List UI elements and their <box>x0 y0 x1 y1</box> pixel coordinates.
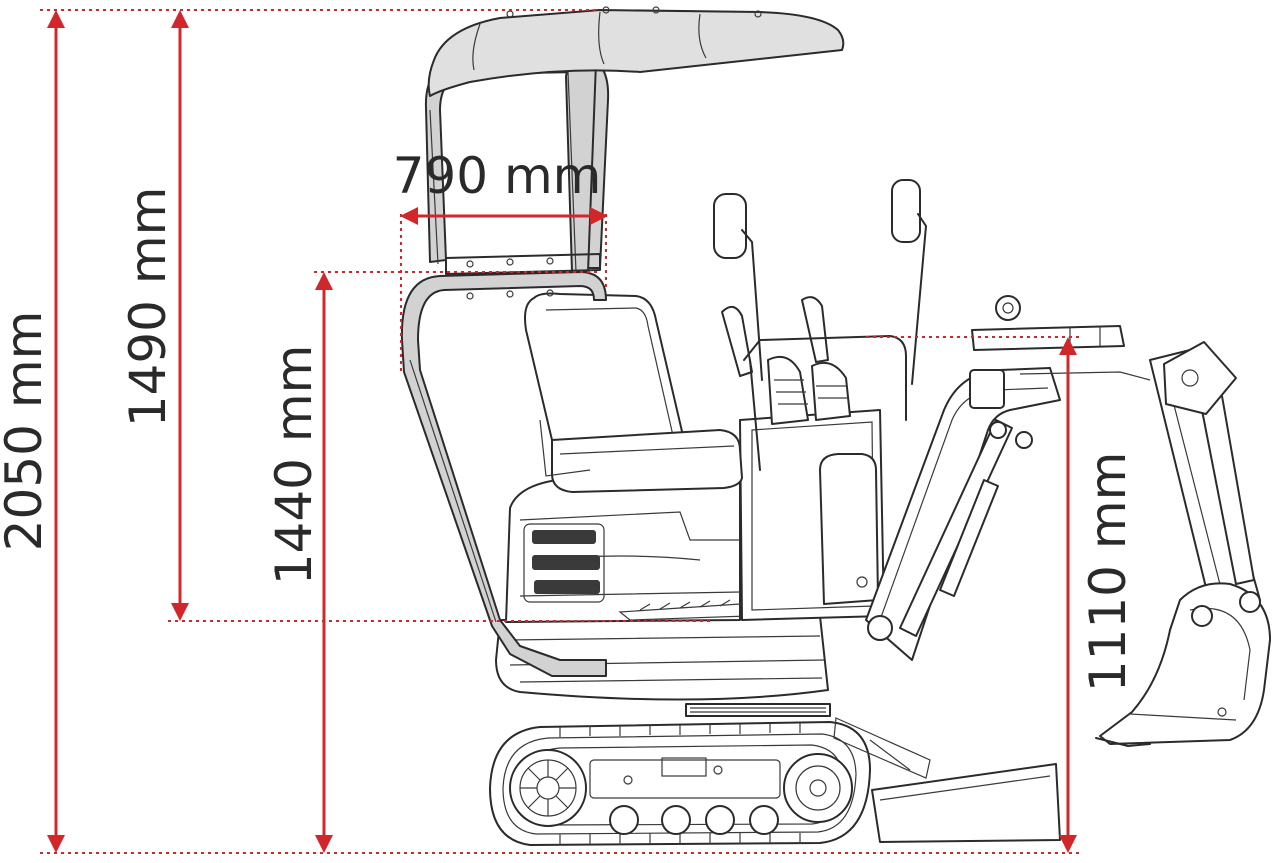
track-undercarriage <box>489 721 871 846</box>
label-overall-height: 2050 mm <box>0 311 53 552</box>
dim-seat-height-line <box>315 272 333 853</box>
excavator-illustration <box>400 6 1271 846</box>
label-seat-height: 1440 mm <box>265 345 323 586</box>
rops-frame <box>400 6 845 677</box>
dimension-labels: 2050 mm 1490 mm 1440 mm 790 mm 1110 mm <box>0 147 1137 692</box>
dim-canopy-height-line <box>171 10 189 621</box>
mirrors <box>713 179 927 385</box>
label-rops-width: 790 mm <box>393 147 602 205</box>
dim-overall-height-line <box>47 10 65 853</box>
boom-and-arm <box>865 295 1261 661</box>
upper-structure <box>495 475 831 717</box>
dim-boom-height-line <box>1059 337 1077 853</box>
label-canopy-height: 1490 mm <box>119 187 177 428</box>
bucket <box>1095 582 1271 747</box>
dimension-lines <box>40 9 1080 854</box>
seat <box>524 292 743 493</box>
control-tower <box>721 296 907 621</box>
dim-rops-width-line <box>400 207 608 225</box>
label-boom-height: 1110 mm <box>1079 452 1137 693</box>
dozer-blade <box>833 717 1061 843</box>
